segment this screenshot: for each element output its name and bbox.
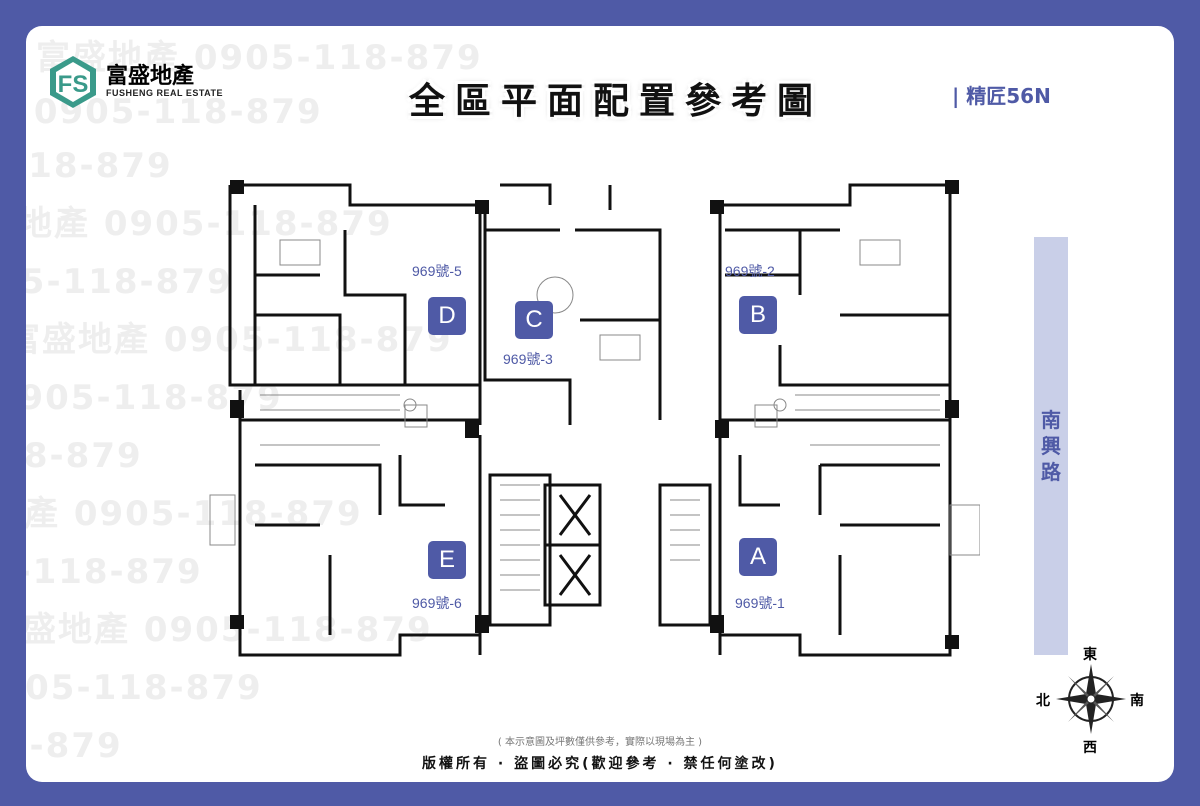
compass: 東 西 北 南 (1036, 644, 1146, 756)
brand-name-zh: 富盛地產 (106, 64, 195, 89)
unit-badge-a: A (739, 538, 777, 576)
compass-south: 南 (1130, 693, 1144, 709)
unit-number-e: 969號-6 (412, 595, 462, 611)
unit-badge-c: C (515, 301, 553, 339)
disclaimer-text: ( 本示意圖及坪數僅供參考，實際以現場為主 ) (497, 737, 703, 748)
road-strip: 南興路 (1034, 237, 1068, 655)
unit-number-b: 969號-2 (725, 263, 775, 279)
unit-number-a: 969號-1 (735, 595, 785, 611)
road-label: 南興路 (1034, 407, 1068, 485)
brand-name-en: FUSHENG REAL ESTATE (106, 88, 224, 98)
copyright-text: 版權所有 · 盜圖必究(歡迎參考 · 禁任何塗改) (422, 756, 778, 772)
page-title: 全區平面配置參考圖 (408, 81, 823, 122)
watermark-line: 富盛地產 0905-118-879 (26, 146, 173, 186)
project-name: | 精匠56N (952, 84, 1051, 108)
floor-plan (209, 180, 980, 657)
compass-rose-icon (1056, 664, 1126, 734)
watermark-line: 富盛地產 0905-118-879 (26, 552, 203, 592)
unit-number-d: 969號-5 (412, 263, 462, 279)
svg-text:FS: FS (58, 71, 89, 98)
unit-badge-d: D (428, 297, 466, 335)
unit-badge-b: B (739, 296, 777, 334)
compass-north: 北 (1036, 693, 1050, 709)
unit-badge-e: E (428, 541, 466, 579)
compass-west: 西 (1083, 740, 1097, 756)
watermark-line: 富盛地產 0905-118-879 (26, 436, 143, 476)
brand-logo: FS 富盛地產 FUSHENG REAL ESTATE (46, 54, 223, 112)
unit-number-c: 969號-3 (503, 351, 553, 367)
road-label-text: 南興路 (1041, 408, 1061, 484)
brand-logo-icon: FS (50, 56, 96, 108)
compass-east: 東 (1083, 647, 1097, 663)
